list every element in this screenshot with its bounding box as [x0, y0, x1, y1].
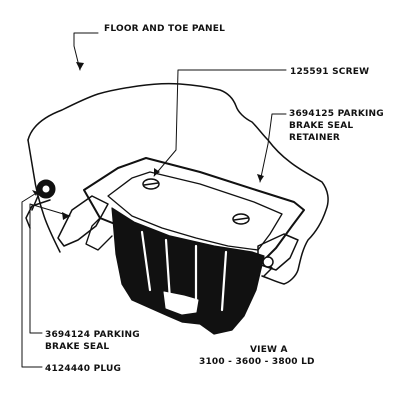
- seal-retainer-callout-line1: 3694125 PARKING: [289, 109, 384, 119]
- view-title: VIEW A: [250, 345, 288, 355]
- plug-4124440: [31, 179, 56, 211]
- floor-toe-panel: [27, 82, 329, 285]
- seal-callout-line2: BRAKE SEAL: [45, 342, 110, 352]
- parking-brake-seal-boot: [111, 207, 265, 335]
- screw-right: [232, 213, 250, 225]
- seal-callout-line1: 3694124 PARKING: [45, 330, 140, 340]
- seal-retainer-callout-line3: RETAINER: [289, 133, 341, 143]
- screw-left: [142, 178, 160, 190]
- seal-retainer-callout-line2: BRAKE SEAL: [289, 121, 354, 131]
- screw-callout: 125591 SCREW: [290, 67, 370, 77]
- floor-toe-panel-callout: FLOOR AND TOE PANEL: [104, 24, 226, 34]
- retainer-front-lip: [85, 217, 113, 251]
- plug-stem: [25, 199, 51, 229]
- retainer-side-tab: [57, 195, 109, 247]
- plug-callout: 4124440 PLUG: [45, 364, 122, 374]
- leader-lines: [21, 32, 287, 368]
- retainer-end-roll: [262, 256, 274, 268]
- seal-ribs: [140, 230, 228, 312]
- leader-arrowheads: [32, 62, 264, 220]
- retainer-inner-rim: [107, 171, 283, 251]
- view-models: 3100 - 3600 - 3800 LD: [199, 357, 315, 367]
- seal-bottom-notch: [163, 291, 199, 315]
